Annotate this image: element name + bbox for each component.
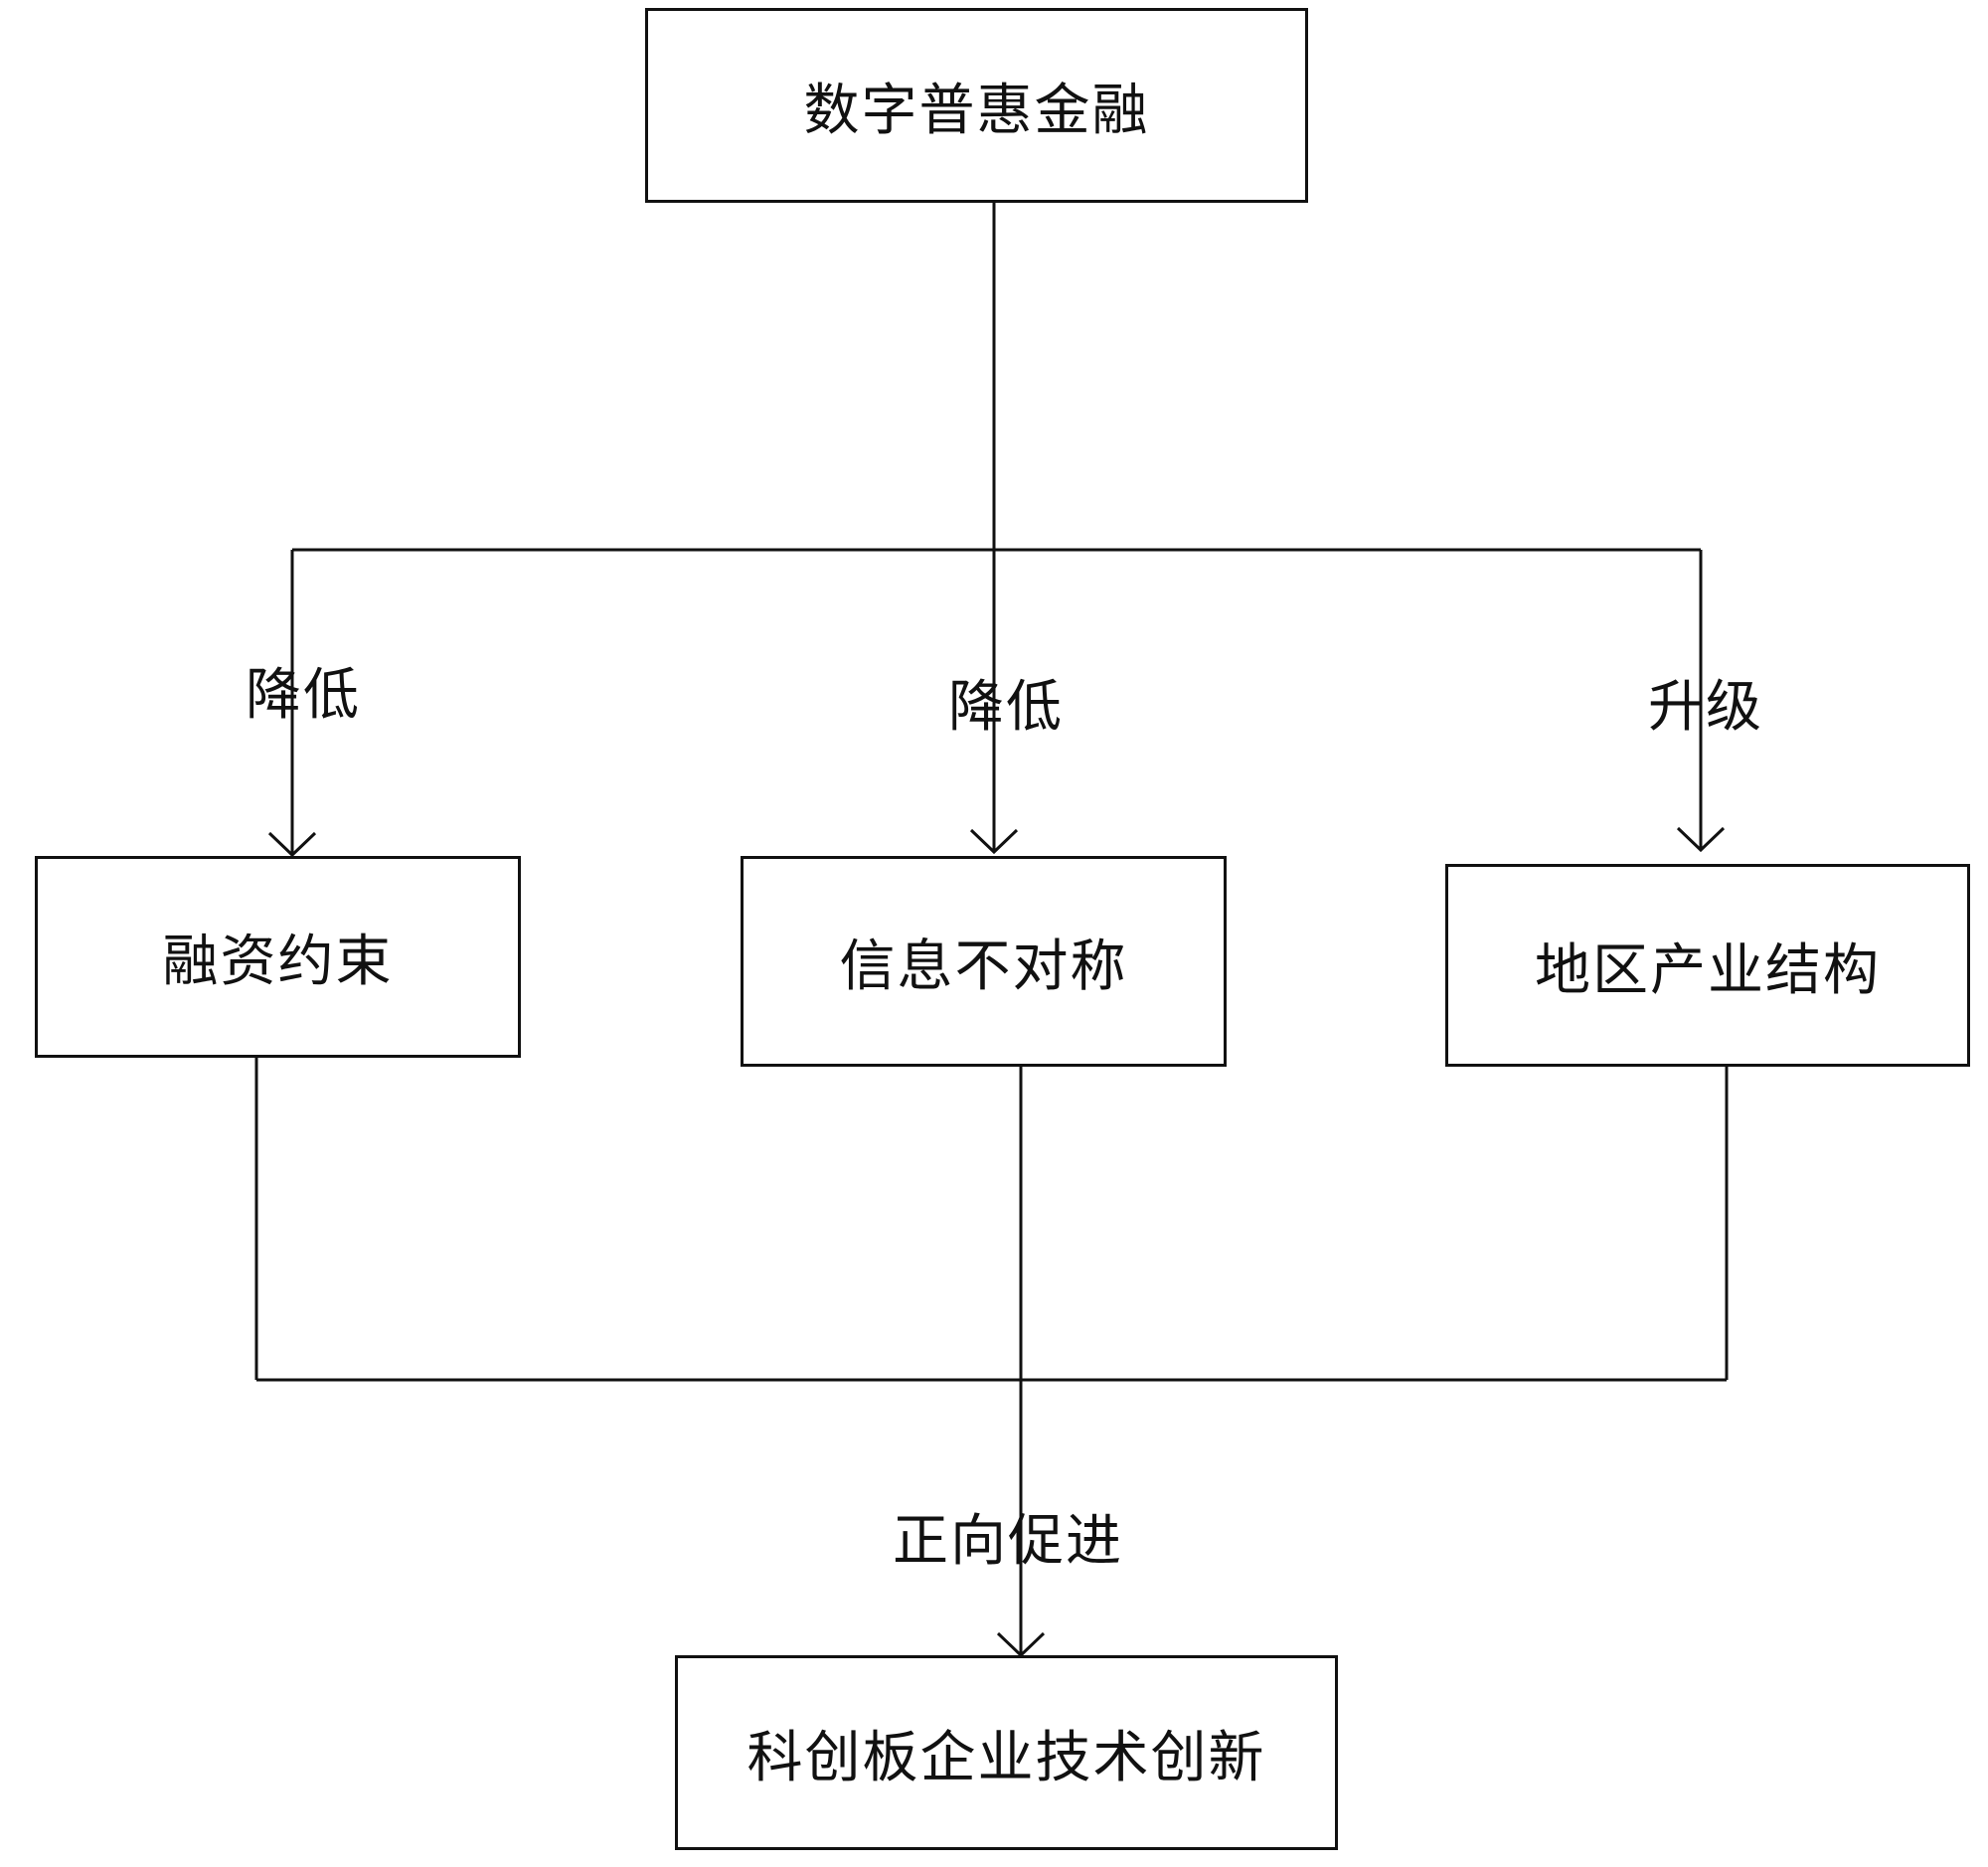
edge-label-financing: 降低: [246, 663, 361, 728]
node-label: 科创板企业技术创新: [746, 1725, 1266, 1790]
edge-label-information: 降低: [948, 675, 1064, 740]
node-financing-constraints: 融资约束: [35, 856, 521, 1058]
arrowhead-financing: [267, 831, 317, 858]
node-digital-inclusive-finance: 数字普惠金融: [645, 8, 1308, 203]
arrowhead-industry: [1676, 826, 1726, 853]
edge-label-bottom: 正向促进: [893, 1509, 1123, 1574]
node-information-asymmetry: 信息不对称: [741, 856, 1227, 1067]
node-label: 数字普惠金融: [803, 78, 1150, 143]
node-label: 地区产业结构: [1535, 937, 1881, 1003]
arrowhead-information: [969, 828, 1019, 855]
node-label: 融资约束: [162, 930, 394, 994]
edge-label-industry: 升级: [1648, 675, 1763, 740]
node-star-market-innovation: 科创板企业技术创新: [675, 1655, 1338, 1850]
node-regional-industrial-structure: 地区产业结构: [1445, 864, 1970, 1067]
node-label: 信息不对称: [839, 934, 1128, 999]
